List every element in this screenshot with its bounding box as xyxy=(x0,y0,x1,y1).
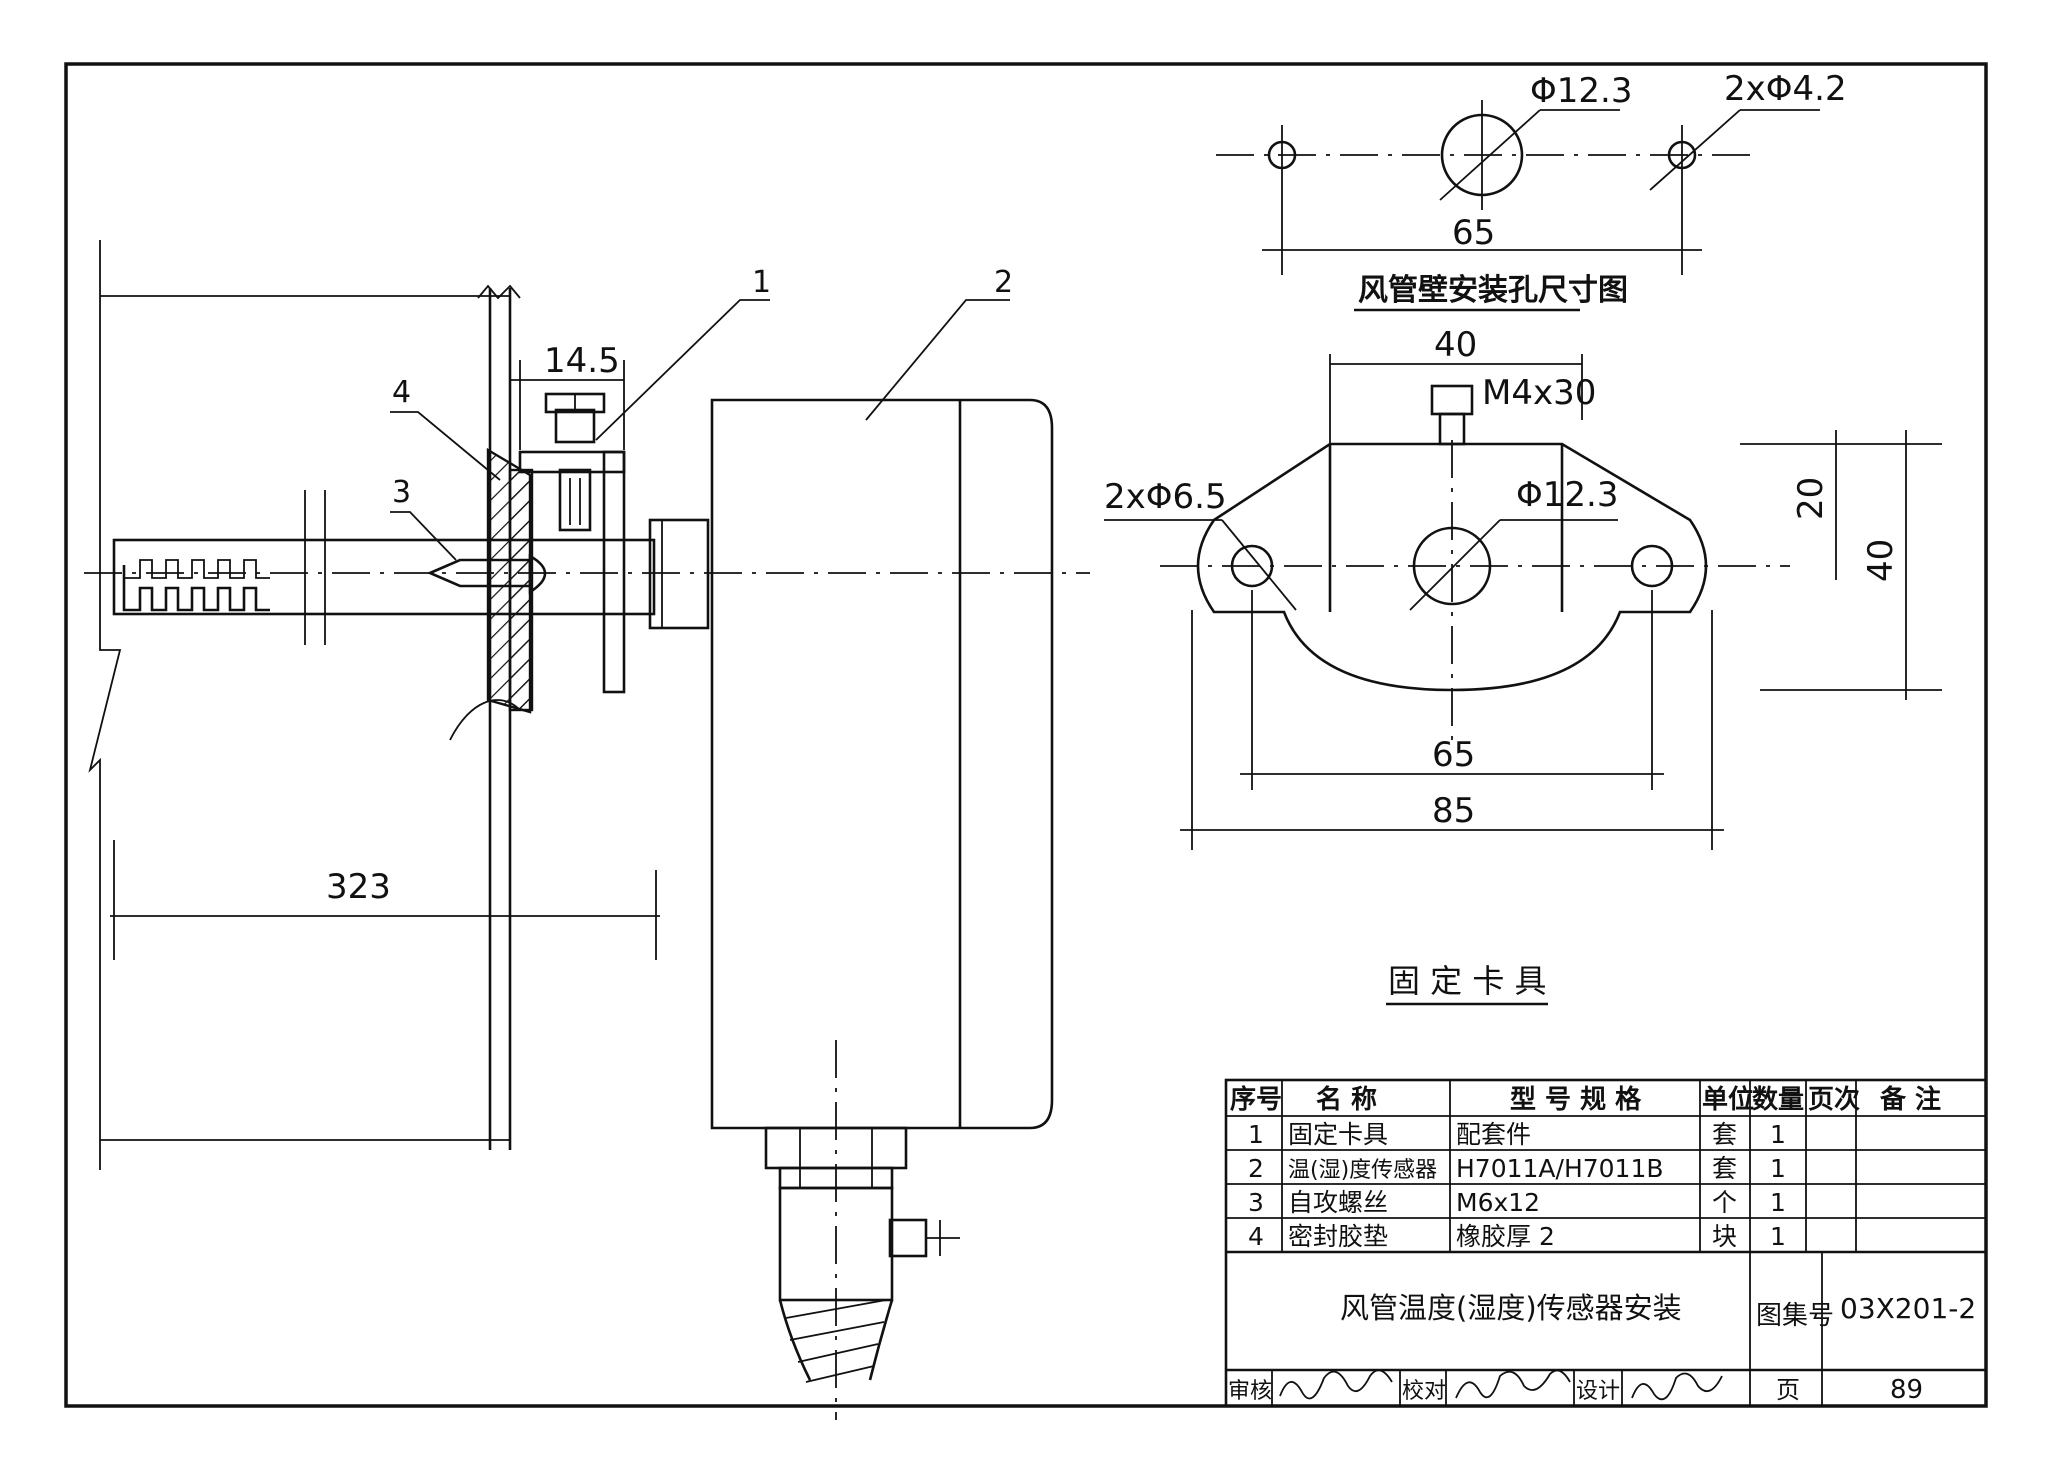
bom-row-4-spec: 橡胶厚 2 xyxy=(1456,1222,1555,1251)
callout-1: 1 xyxy=(752,265,771,300)
bom-row-4-no: 4 xyxy=(1248,1222,1264,1251)
drawing-title: 风管温度(湿度)传感器安装 xyxy=(1340,1291,1682,1325)
bom-row-2-name: 温(湿)度传感器 xyxy=(1288,1158,1437,1183)
bom-header-spec: 型 号 规 格 xyxy=(1510,1084,1642,1115)
bom-row-2-spec: H7011A/H7011B xyxy=(1456,1154,1664,1183)
page-number: 89 xyxy=(1890,1375,1923,1405)
bom-row-4-unit: 块 xyxy=(1712,1222,1737,1251)
dim-hole-center: Φ12.3 xyxy=(1530,71,1632,111)
bom-row-2-no: 2 xyxy=(1248,1154,1264,1183)
installation-view: 14.5 323 1 2 3 4 xyxy=(84,240,1090,1420)
clamp-view: 2xΦ6.5 Φ12.3 40 M4x30 20 40 65 85 固 定 卡 … xyxy=(1104,325,1942,1006)
bom-row-4-name: 密封胶垫 xyxy=(1288,1222,1388,1251)
bom-row-1-qty: 1 xyxy=(1770,1120,1786,1149)
callout-4: 4 xyxy=(392,375,411,410)
dim-clamp-center: Φ12.3 xyxy=(1516,475,1618,515)
bom-header-qty: 数量 xyxy=(1752,1085,1804,1115)
design-signature xyxy=(1631,1372,1723,1401)
dim-clamp-hole-spacing: 65 xyxy=(1432,735,1475,775)
bom-row-3-no: 3 xyxy=(1248,1188,1264,1217)
bom-row-1-no: 1 xyxy=(1248,1120,1264,1149)
check-label: 校对 xyxy=(1402,1379,1446,1404)
bom-row-1-name: 固定卡具 xyxy=(1288,1120,1388,1149)
hole-size-view: Φ12.3 2xΦ4.2 65 风管壁安装孔尺寸图 xyxy=(1216,69,1847,312)
bom-row-2-unit: 套 xyxy=(1712,1154,1737,1183)
bom-header-name: 名 称 xyxy=(1316,1084,1377,1115)
bom-row-3-qty: 1 xyxy=(1770,1188,1786,1217)
bom-header-no: 序号 xyxy=(1230,1084,1282,1115)
atlas-number: 03X201-2 xyxy=(1840,1292,1976,1325)
bom-row-2-qty: 1 xyxy=(1770,1154,1786,1183)
dim-clamp-width: 85 xyxy=(1432,791,1475,831)
review-label: 审核 xyxy=(1228,1379,1272,1404)
review-signature xyxy=(1279,1369,1393,1400)
bom-header-unit: 单位 xyxy=(1702,1084,1754,1115)
bom-row-3-spec: M6x12 xyxy=(1456,1188,1540,1217)
check-signature xyxy=(1455,1369,1571,1399)
atlas-label: 图集号 xyxy=(1756,1301,1834,1331)
clamp-view-title: 固 定 卡 具 xyxy=(1388,962,1547,1000)
dim-hole-side: 2xΦ4.2 xyxy=(1724,69,1847,109)
design-label: 设计 xyxy=(1576,1379,1620,1404)
bom-row-1-unit: 套 xyxy=(1712,1120,1737,1149)
bom-header-remark: 备 注 xyxy=(1879,1084,1941,1115)
dim-hole-spacing: 65 xyxy=(1452,213,1495,253)
sheet-border xyxy=(64,62,1988,1408)
hole-view-title: 风管壁安装孔尺寸图 xyxy=(1358,273,1628,308)
bom-row-4-qty: 1 xyxy=(1770,1222,1786,1251)
dim-clamp-screw-spacing: 40 xyxy=(1434,325,1477,365)
page-label: 页 xyxy=(1776,1376,1800,1404)
dim-clamp-height: 40 xyxy=(1861,539,1901,582)
callout-2: 2 xyxy=(994,265,1013,300)
dim-probe-length: 323 xyxy=(326,867,391,907)
dim-flange-thickness: 14.5 xyxy=(544,341,620,381)
bom-row-1-spec: 配套件 xyxy=(1456,1120,1531,1149)
bom-header-page: 页次 xyxy=(1808,1085,1860,1115)
dim-clamp-screw: M4x30 xyxy=(1482,373,1596,413)
dim-clamp-height-half: 20 xyxy=(1791,477,1831,520)
bom-row-3-unit: 个 xyxy=(1712,1188,1737,1217)
title-block: 序号 名 称 型 号 规 格 单位 数量 页次 备 注 1 固定卡具 配套件 套… xyxy=(1224,1078,1988,1408)
dim-clamp-side-holes: 2xΦ6.5 xyxy=(1104,477,1227,517)
bom-row-3-name: 自攻螺丝 xyxy=(1288,1188,1388,1217)
callout-3: 3 xyxy=(392,475,411,510)
